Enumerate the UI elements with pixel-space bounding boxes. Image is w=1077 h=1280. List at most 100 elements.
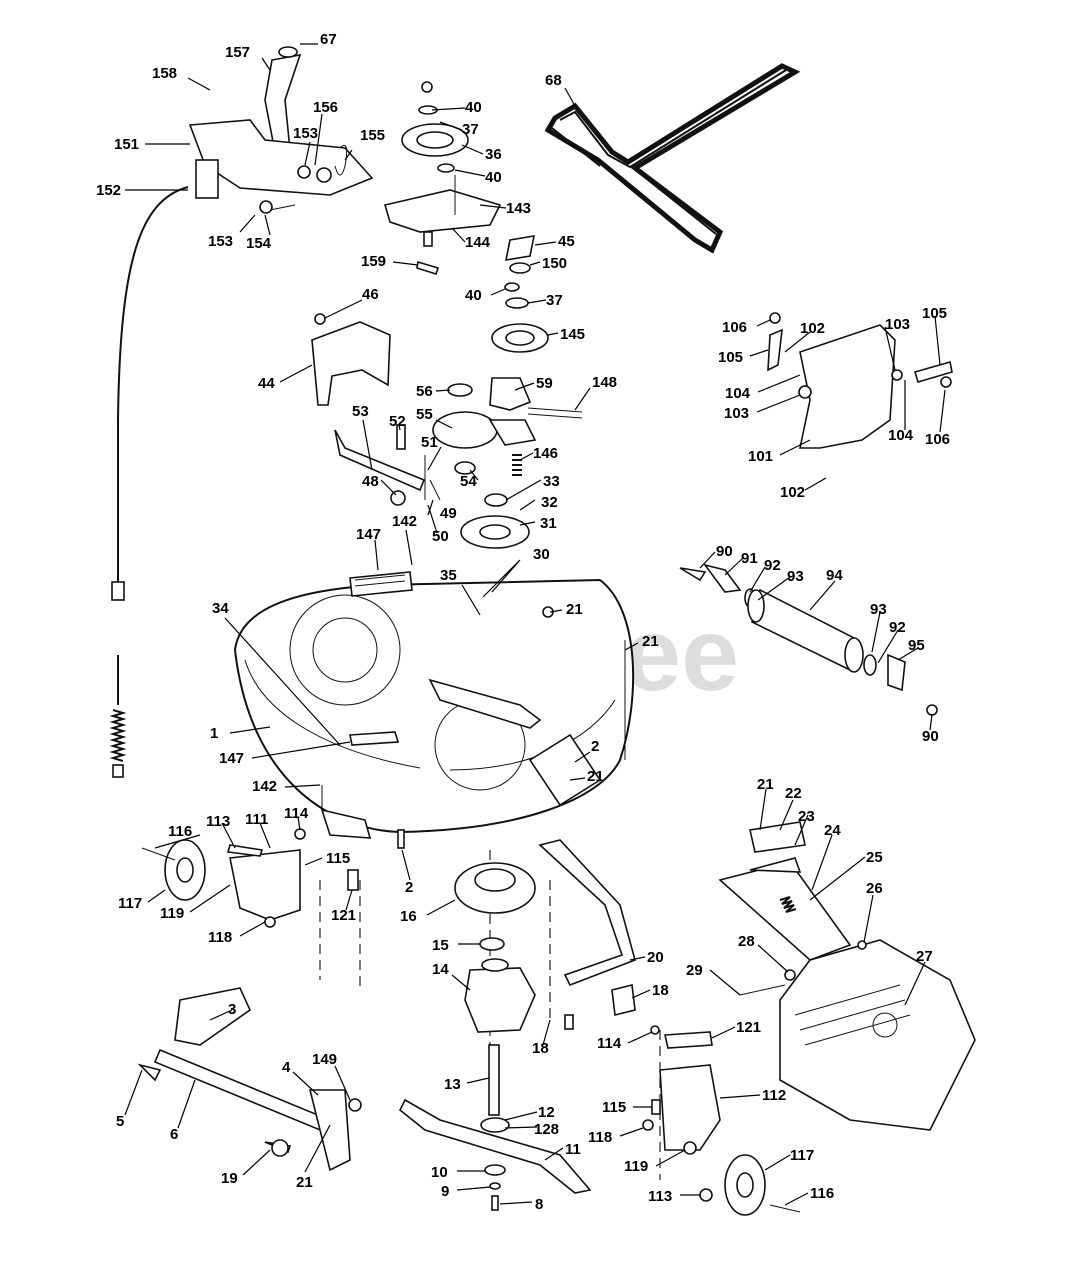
callout: 29 [686, 962, 703, 979]
callout: 21 [757, 776, 774, 793]
callout: 53 [352, 403, 369, 420]
hanger-bracket-3 [174, 987, 252, 1046]
callout: 9 [441, 1183, 449, 1200]
callout: 5 [116, 1113, 124, 1130]
callout: 46 [362, 286, 379, 303]
roller-bracket-91 [703, 563, 742, 593]
callout: 121 [331, 907, 356, 924]
callout: 116 [810, 1185, 834, 1202]
callout: 55 [416, 406, 433, 423]
callout: 153 [208, 233, 233, 250]
callout: 4 [282, 1059, 291, 1076]
callout: 48 [362, 473, 379, 490]
callout: 101 [748, 448, 773, 465]
deck-stabilizer-20 [538, 839, 636, 987]
callout: 155 [360, 127, 385, 144]
callout: 147 [356, 526, 381, 543]
callout: 103 [724, 405, 749, 422]
callout: 20 [647, 949, 664, 966]
callout: 116 [168, 823, 192, 840]
callout: 94 [826, 567, 843, 584]
callout: 159 [361, 253, 386, 270]
callout: 111 [245, 811, 268, 828]
callout: 114 [597, 1035, 622, 1052]
callout: 68 [545, 72, 562, 89]
deck-housing [233, 578, 635, 834]
callout: 117 [118, 895, 142, 912]
spindle-shaft-13 [488, 1044, 500, 1116]
callout: 15 [432, 937, 449, 954]
engage-rod-53 [334, 429, 426, 492]
callout: 22 [785, 785, 802, 802]
callout: 37 [462, 121, 479, 138]
callout: 14 [432, 961, 449, 978]
callout: 13 [444, 1076, 461, 1093]
callout: 8 [535, 1196, 543, 1213]
callout: 151 [114, 136, 139, 153]
callout: 147 [219, 750, 244, 767]
leader-lines [124, 43, 946, 1206]
control-cable [117, 186, 189, 582]
callout: 25 [866, 849, 883, 866]
callout: 28 [738, 933, 755, 950]
callout: 90 [716, 543, 733, 560]
callout: 112 [762, 1087, 786, 1104]
callout: 44 [258, 375, 275, 392]
callout: 30 [533, 546, 550, 563]
callout: 35 [440, 567, 457, 584]
spindle-housing-55 [432, 411, 498, 449]
callout: 117 [790, 1147, 814, 1164]
callout: 16 [400, 908, 417, 925]
part-drawings [109, 46, 976, 1216]
callout: 119 [160, 905, 184, 922]
callout: 118 [588, 1129, 612, 1146]
callout: 26 [866, 880, 883, 897]
callout: 12 [538, 1104, 555, 1121]
callout: 21 [566, 601, 583, 618]
callout: 114 [284, 805, 309, 822]
callout: 157 [225, 44, 250, 61]
callout: 34 [212, 600, 229, 617]
wheel-bracket-111 [229, 849, 301, 921]
callout: 31 [540, 515, 557, 532]
callout: 36 [485, 146, 502, 163]
callout: 102 [800, 320, 825, 337]
callout: 21 [296, 1174, 313, 1191]
callout: 104 [725, 385, 751, 402]
callout: 158 [152, 65, 177, 82]
callout: 18 [652, 982, 669, 999]
callout: 106 [925, 431, 950, 448]
callout: 105 [922, 305, 947, 322]
callout: 33 [543, 473, 560, 490]
callout: 21 [587, 768, 604, 785]
callout: 2 [405, 879, 413, 896]
callout: 40 [485, 169, 502, 186]
blade-drive-arm [428, 678, 542, 729]
callout: 11 [565, 1141, 581, 1158]
callout: 128 [534, 1121, 559, 1138]
callout: 10 [431, 1164, 448, 1181]
wheel-bracket-112 [659, 1064, 721, 1151]
callout: 6 [170, 1126, 178, 1143]
callout: 91 [741, 550, 758, 567]
callout: 156 [313, 99, 338, 116]
callout: 19 [221, 1170, 238, 1187]
callout: 1 [210, 725, 218, 742]
callout: 93 [870, 601, 887, 618]
callout: 92 [764, 557, 781, 574]
callout: 92 [889, 619, 906, 636]
callout: 59 [536, 375, 553, 392]
callout: 21 [642, 633, 659, 650]
belt-shield-44 [311, 321, 391, 406]
callout: 144 [465, 234, 491, 251]
callout: 49 [440, 505, 457, 522]
callout: 145 [560, 326, 585, 343]
callout: 106 [722, 319, 747, 336]
mower-blade-11 [398, 1098, 592, 1194]
callout: 2 [591, 738, 599, 755]
drive-belt [544, 63, 801, 254]
callout: 40 [465, 99, 482, 116]
callout: 150 [542, 255, 567, 272]
baffle-101 [799, 324, 896, 449]
